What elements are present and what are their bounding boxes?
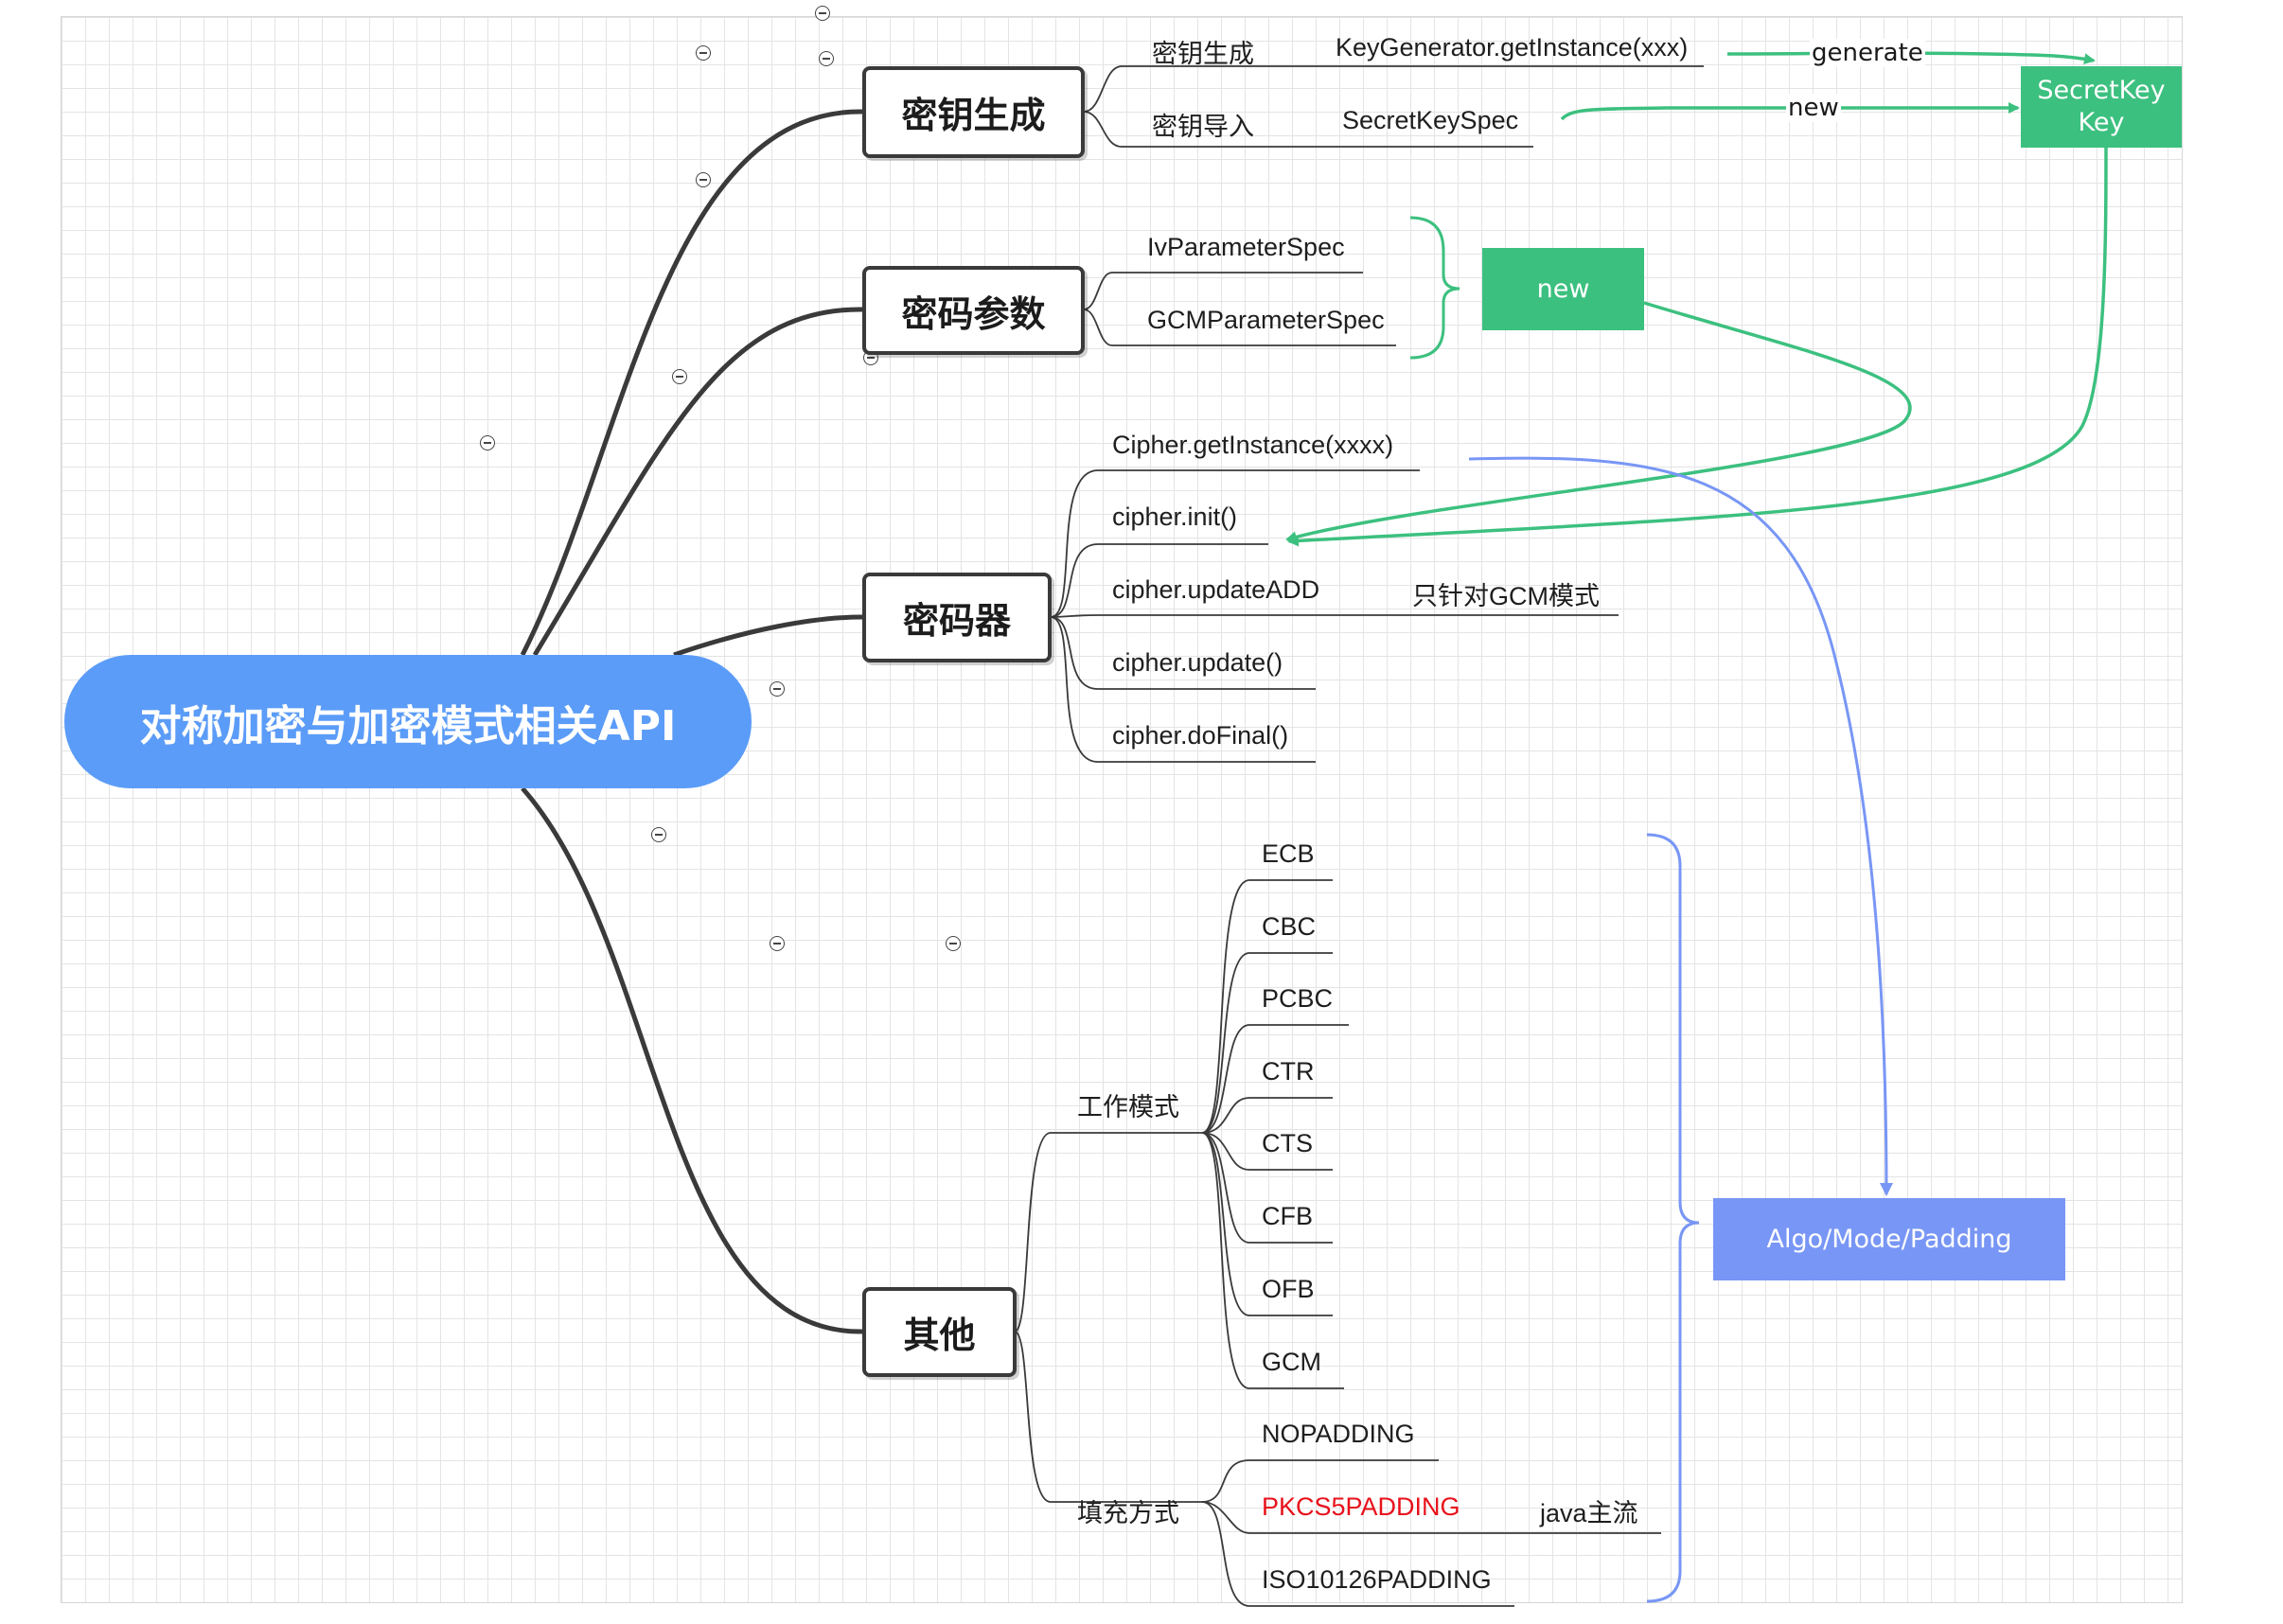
collapse-icon[interactable] — [480, 435, 495, 450]
padding-note[interactable]: java主流 — [1540, 1499, 1638, 1527]
collapse-icon[interactable] — [819, 51, 834, 66]
padding-item[interactable]: ISO10126PADDING — [1262, 1565, 1492, 1594]
edge-label-generate: generate — [1810, 39, 1925, 67]
arrow-new-key — [1560, 102, 2020, 121]
mode-item[interactable]: PCBC — [1262, 984, 1334, 1013]
branch-other[interactable]: 其他 — [862, 1287, 1017, 1377]
arrow-key-init — [1287, 146, 2108, 547]
mode-item[interactable]: CTS — [1262, 1129, 1313, 1157]
padding-item[interactable]: NOPADDING — [1262, 1420, 1415, 1448]
collapse-icon[interactable] — [672, 369, 687, 384]
new-box[interactable]: new — [1482, 248, 1644, 330]
collapse-icon[interactable] — [770, 936, 785, 951]
mode-item[interactable]: GCM — [1262, 1348, 1321, 1376]
modes-label[interactable]: 工作模式 — [1077, 1093, 1179, 1121]
param-item[interactable]: IvParameterSpec — [1147, 233, 1345, 261]
branch-cipher[interactable]: 密码器 — [862, 573, 1052, 662]
keygen-item-detail[interactable]: KeyGenerator.getInstance(xxx) — [1336, 33, 1689, 62]
link-root-keygen — [520, 109, 863, 657]
param-item[interactable]: GCMParameterSpec — [1147, 306, 1385, 334]
collapse-icon[interactable] — [770, 681, 785, 697]
cipher-note[interactable]: 只针对GCM模式 — [1412, 582, 1600, 610]
keygen-item-label[interactable]: 密钥生成 — [1152, 40, 1254, 68]
grid-background — [61, 16, 2183, 1603]
params-brace — [1409, 216, 1460, 360]
collapse-icon[interactable] — [696, 45, 711, 61]
mode-item[interactable]: CFB — [1262, 1202, 1313, 1230]
keyimport-item-label[interactable]: 密钥导入 — [1152, 113, 1254, 141]
collapse-icon[interactable] — [946, 936, 961, 951]
secretkey-box[interactable]: SecretKey Key — [2021, 66, 2182, 148]
collapse-icon[interactable] — [651, 827, 666, 842]
collapse-icon[interactable] — [815, 6, 830, 21]
branch-params[interactable]: 密码参数 — [862, 266, 1085, 355]
algo-mode-padding-box[interactable]: Algo/Mode/Padding — [1713, 1198, 2065, 1280]
branch-keygen[interactable]: 密钥生成 — [862, 66, 1085, 158]
secretkey-line: SecretKey — [2037, 76, 2166, 105]
mode-item[interactable]: CBC — [1262, 912, 1317, 941]
arrow-new-param — [1285, 301, 1912, 543]
link-root-params — [532, 307, 863, 657]
branch-cipher-label: 密码器 — [902, 600, 1011, 642]
padding-label[interactable]: 填充方式 — [1077, 1499, 1179, 1527]
cipher-item[interactable]: cipher.init() — [1112, 503, 1238, 531]
root-label: 对称加密与加密模式相关API — [139, 701, 677, 750]
algo-brace — [1646, 833, 1700, 1603]
root-node[interactable]: 对称加密与加密模式相关API — [64, 655, 752, 788]
link-root-other — [521, 786, 863, 1334]
cipher-item[interactable]: cipher.updateADD — [1112, 575, 1320, 604]
cipher-item[interactable]: cipher.update() — [1112, 648, 1283, 677]
new-box-label: new — [1536, 274, 1590, 304]
arrow-getinstance-algo — [1468, 456, 1893, 1196]
cipher-item[interactable]: cipher.doFinal() — [1112, 721, 1289, 750]
algo-box-label: Algo/Mode/Padding — [1766, 1224, 2012, 1254]
edge-label-new: new — [1786, 94, 1841, 122]
collapse-icon[interactable] — [696, 172, 711, 187]
mode-item[interactable]: ECB — [1262, 839, 1315, 868]
link-root-cipher — [673, 614, 863, 658]
arrow-generate — [1726, 51, 2096, 65]
cipher-item[interactable]: Cipher.getInstance(xxxx) — [1112, 431, 1394, 459]
mode-item[interactable]: CTR — [1262, 1057, 1315, 1086]
mode-item[interactable]: OFB — [1262, 1275, 1315, 1303]
branch-other-label: 其他 — [903, 1315, 976, 1356]
keyimport-item-detail[interactable]: SecretKeySpec — [1342, 106, 1519, 134]
padding-item-highlighted[interactable]: PKCS5PADDING — [1262, 1492, 1460, 1521]
branch-keygen-label: 密钥生成 — [901, 95, 1046, 136]
branch-params-label: 密码参数 — [901, 292, 1046, 335]
key-line: Key — [2078, 108, 2125, 137]
